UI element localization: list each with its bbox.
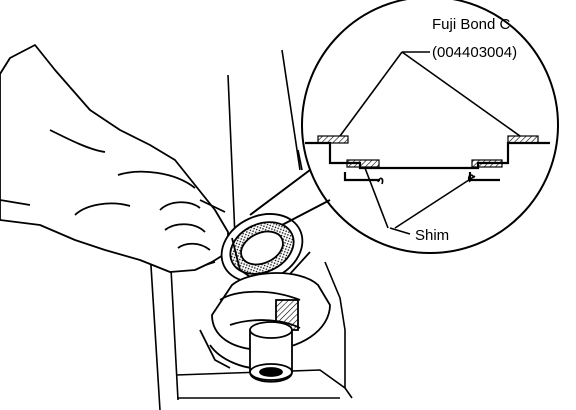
bond-part-number-label: (004403004): [432, 44, 517, 61]
bond-strips: [317, 135, 539, 144]
shim-strips: [346, 159, 503, 168]
hand-illustration: [0, 44, 229, 273]
shim-label: Shim: [415, 227, 449, 244]
retainer-ring: [220, 213, 311, 283]
bond-product-label: Fuji Bond C: [432, 16, 511, 33]
transmission-body: [199, 272, 331, 370]
detail-callout: [249, 0, 559, 254]
output-shaft: [249, 321, 293, 383]
label-leaders: [339, 51, 521, 235]
